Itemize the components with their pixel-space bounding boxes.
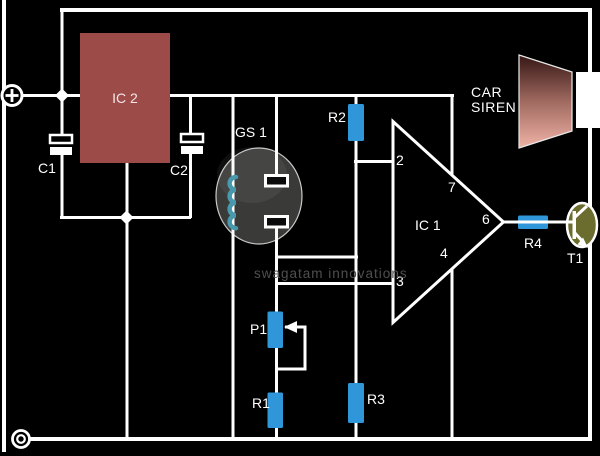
- t1-emitter-arrow: [577, 237, 588, 248]
- car-siren-label-line2: SIREN: [471, 99, 517, 115]
- r1-label: R1: [252, 395, 270, 411]
- wire-pin4: [450, 267, 454, 439]
- wire-bottom-rail: [28, 437, 592, 441]
- r4-label: R4: [524, 235, 542, 251]
- junction-ground-link: [119, 210, 134, 225]
- ic1-pin4-label: 4: [440, 245, 448, 261]
- ic2-body: [80, 33, 170, 163]
- ground-terminal-inner: [16, 434, 26, 444]
- car-siren-label-line1: CAR: [471, 84, 503, 100]
- wire-gs1-coil: [231, 96, 235, 439]
- gs1-coil: [227, 174, 239, 231]
- wire-c2-upper: [189, 96, 192, 136]
- t1-collector-line: [572, 204, 589, 220]
- wire-c2-lower: [189, 152, 192, 218]
- wire-c1-lower: [60, 153, 64, 218]
- c2-label: C2: [170, 162, 188, 178]
- c2-plate-top: [179, 132, 205, 144]
- r3-label: R3: [367, 391, 385, 407]
- ic1-pin3-label: 3: [396, 273, 404, 289]
- watermark-text: swagatam innovations: [254, 266, 408, 281]
- p1-wiper-arrow: [284, 321, 297, 333]
- c2-plate-bottom: [181, 146, 203, 154]
- wire-supply-drop: [60, 10, 64, 137]
- wire-pin6-to-base: [503, 220, 574, 224]
- wire-plus-rail-right: [170, 94, 454, 97]
- wire-top-rail: [60, 8, 592, 12]
- t1-label: T1: [567, 250, 584, 266]
- wire-plus-rail-left: [21, 94, 82, 97]
- gs1-contact-lower: [264, 215, 289, 229]
- c1-label: C1: [38, 160, 56, 176]
- resistor-r2: [348, 104, 364, 141]
- wire-link-gs1-r2: [275, 255, 358, 259]
- wire-r2-r3-branch: [354, 96, 358, 439]
- wire-ic2-ground: [125, 163, 129, 439]
- wire-gs1-contact-upper: [275, 96, 278, 177]
- car-siren-label: CAR SIREN: [471, 85, 516, 115]
- wire-pin7: [450, 94, 454, 177]
- resistor-r1: [267, 392, 283, 428]
- junction-supply: [55, 88, 69, 103]
- siren-speaker-driver: [576, 72, 600, 128]
- ic1-pin7-label: 7: [448, 179, 456, 195]
- gs1-label: GS 1: [235, 124, 267, 140]
- ic2-label: IC 2: [112, 90, 138, 106]
- potentiometer-p1: [267, 311, 283, 348]
- wire-pin3-line: [276, 282, 395, 285]
- frame-left-border: [2, 0, 6, 452]
- r2-label: R2: [328, 109, 346, 125]
- c1-plate-top: [48, 133, 74, 145]
- ic1-opamp-triangle: [391, 118, 506, 326]
- resistor-r3: [348, 383, 364, 423]
- siren-speaker-cone: [518, 54, 573, 149]
- ic1-pin6-label: 6: [482, 211, 490, 227]
- ic1-pin2-label: 2: [396, 152, 404, 168]
- wire-pin2-line: [354, 160, 395, 163]
- ic1-label: IC 1: [415, 217, 441, 233]
- p1-label: P1: [250, 321, 268, 337]
- c1-plate-bottom: [50, 147, 72, 155]
- t1-base-bar: [572, 211, 576, 239]
- gs1-contact-upper: [264, 174, 289, 188]
